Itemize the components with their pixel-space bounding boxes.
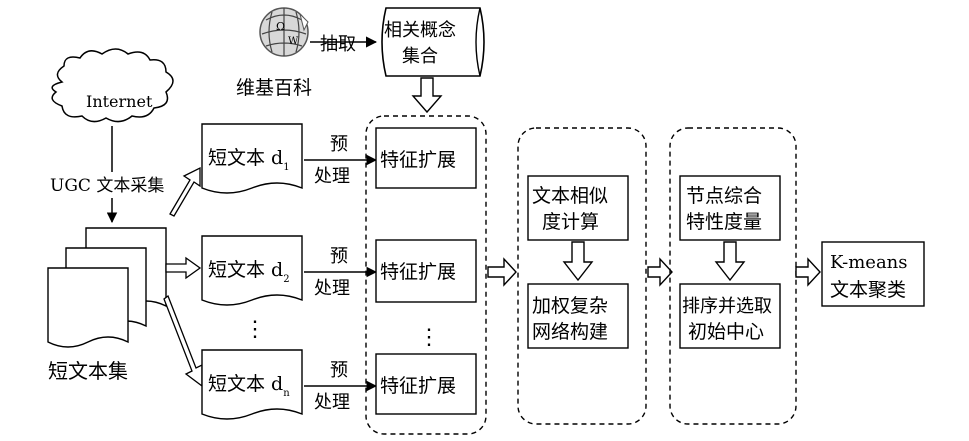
- feature-expansion-1-label: 特征扩展: [380, 149, 456, 171]
- corpus-label: 短文本集: [48, 359, 128, 383]
- network-line2: 网络构建: [532, 321, 608, 343]
- to-similarity-hollow-arrow: [487, 257, 517, 287]
- wikipedia-label: 维基百科: [236, 77, 312, 99]
- corpus-to-docn-hollow-arrow: [163, 294, 203, 388]
- sort-select-line2: 初始中心: [688, 321, 764, 343]
- similarity-network-group: [517, 127, 647, 425]
- kmeans-box: [821, 241, 925, 307]
- node-measure-down-hollow-arrow: [714, 241, 746, 282]
- preprocess-2-line1: 预: [330, 246, 348, 267]
- node-measure-box: [679, 175, 781, 241]
- similarity-line2: 度计算: [542, 211, 599, 233]
- preprocess-2-line2: 处理: [314, 278, 350, 299]
- node-measure-line1: 节点综合: [686, 185, 762, 207]
- similarity-down-hollow-arrow: [562, 241, 594, 282]
- feature-ellipsis: ⋮: [418, 325, 440, 350]
- node-measure-group: [669, 127, 797, 425]
- doc-n-label: 短文本 dn: [208, 373, 290, 399]
- corpus-doc-stack: [47, 227, 167, 348]
- concept-down-hollow-arrow: [411, 77, 443, 114]
- feature-expansion-box-n: [375, 353, 477, 415]
- svg-text:Ω: Ω: [276, 20, 285, 33]
- network-line1: 加权复杂: [532, 295, 608, 317]
- sort-select-line1: 排序并选取: [682, 296, 772, 317]
- feature-expansion-group: [365, 115, 487, 435]
- preprocess-1-line1: 预: [330, 134, 348, 155]
- to-kmeans-hollow-arrow: [795, 257, 821, 287]
- concept-set-line2: 集合: [402, 46, 438, 67]
- feature-expansion-box-1: [375, 127, 477, 189]
- extract-label: 抽取: [320, 34, 356, 55]
- to-node-measure-hollow-arrow: [647, 257, 673, 287]
- feature-expansion-2-label: 特征扩展: [380, 261, 456, 283]
- concept-set-line1: 相关概念: [384, 19, 456, 41]
- doc-ellipsis: ⋮: [244, 317, 266, 342]
- preprocess-1-line2: 处理: [314, 166, 350, 187]
- network-box: [527, 283, 629, 349]
- corpus-to-doc1-hollow-arrow: [169, 166, 201, 217]
- corpus-to-doc2-hollow-arrow: [165, 256, 202, 280]
- ugc-label: UGC 文本采集: [50, 176, 164, 196]
- similarity-box: [527, 175, 629, 241]
- preprocess-n-line1: 预: [330, 360, 348, 381]
- node-measure-line2: 特性度量: [686, 211, 762, 233]
- internet-label: Internet: [86, 92, 153, 111]
- kmeans-line1: K-means: [830, 252, 908, 273]
- wikipedia-globe-icon: Ω W: [259, 7, 309, 57]
- similarity-line1: 文本相似: [532, 185, 608, 207]
- concept-set-cylinder: [381, 7, 485, 77]
- sort-select-box: [679, 283, 781, 349]
- kmeans-line2: 文本聚类: [830, 279, 906, 301]
- short-text-doc-2: [201, 235, 303, 306]
- short-text-doc-n: [201, 349, 303, 420]
- feature-expansion-box-2: [375, 239, 477, 303]
- doc-2-label: 短文本 d2: [208, 259, 290, 285]
- feature-expansion-n-label: 特征扩展: [380, 375, 456, 397]
- svg-text:W: W: [288, 36, 299, 47]
- doc-1-label: 短文本 d1: [208, 147, 290, 173]
- short-text-doc-1: [201, 123, 303, 194]
- preprocess-n-line2: 处理: [314, 392, 350, 413]
- internet-cloud: [51, 48, 174, 123]
